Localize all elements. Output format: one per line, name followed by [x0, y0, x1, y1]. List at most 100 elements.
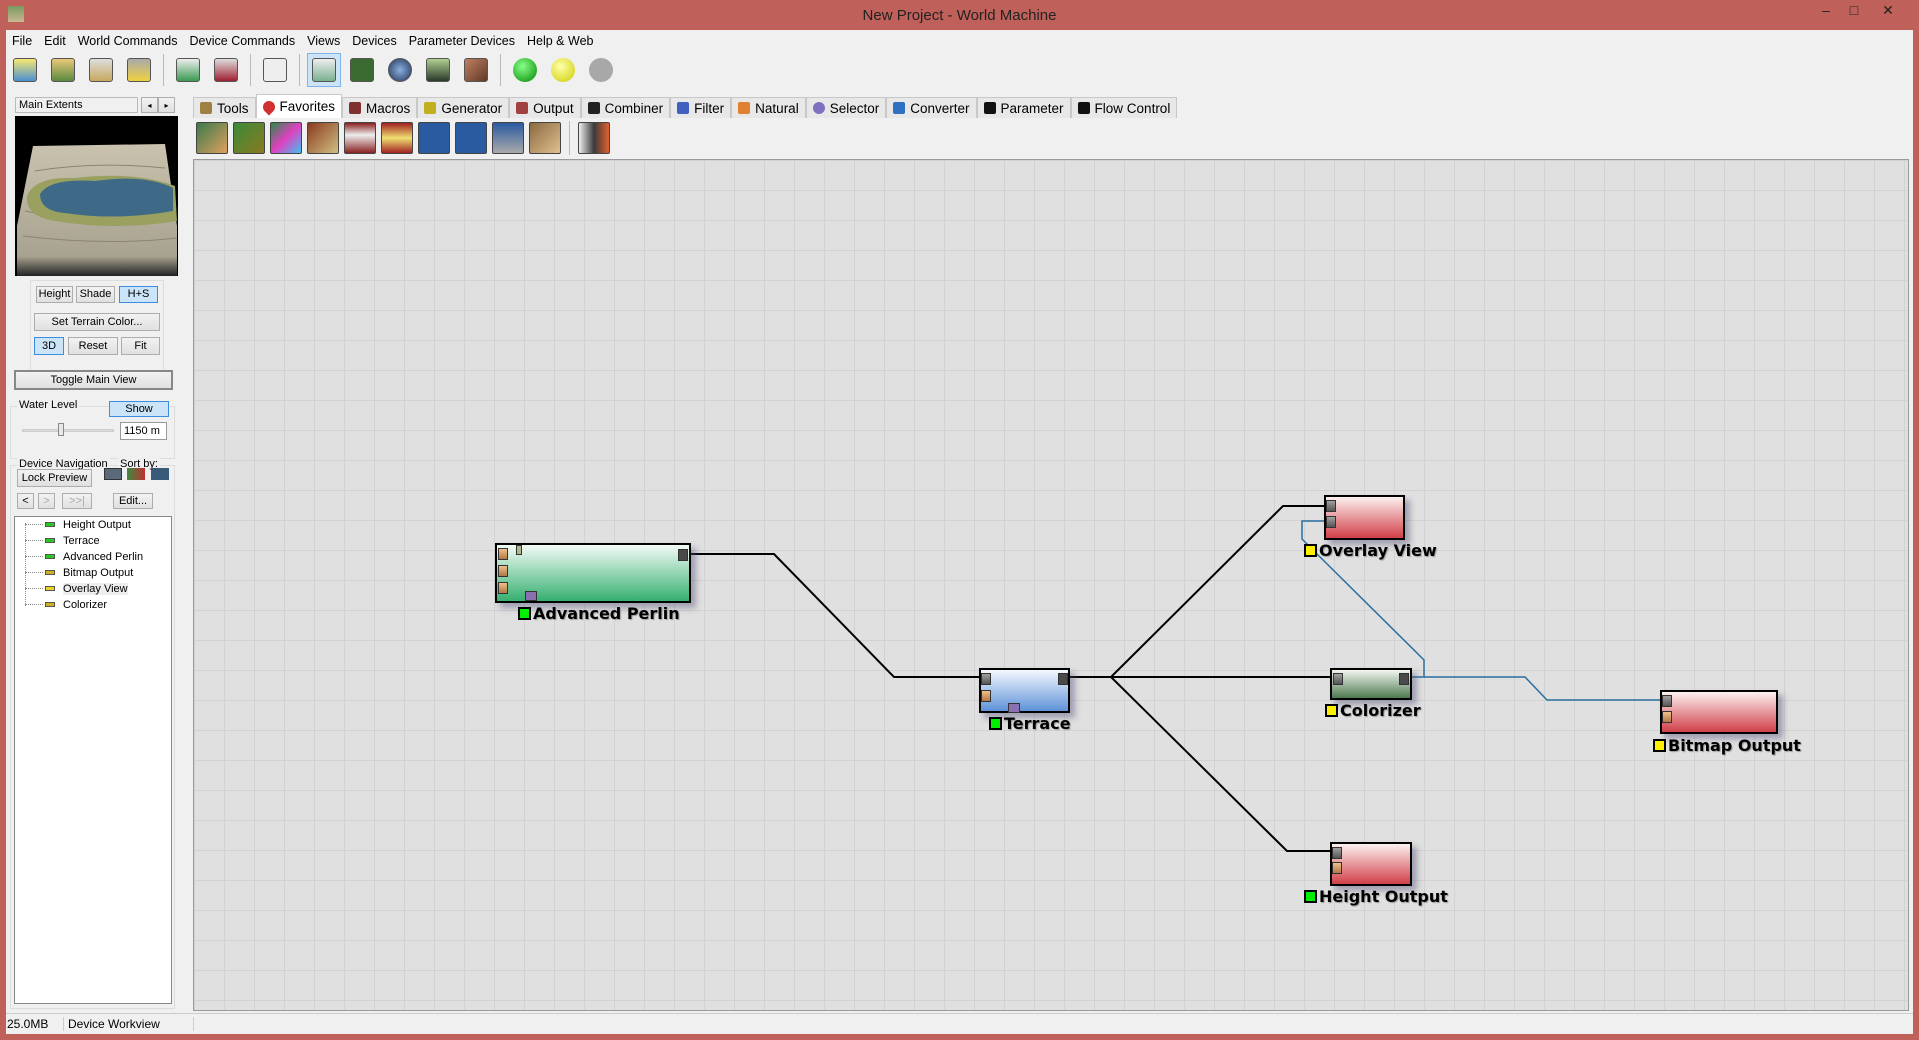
world-view-icon[interactable]: [383, 53, 417, 87]
yellow-build-icon[interactable]: [546, 53, 580, 87]
height-output-icon[interactable]: [344, 122, 376, 154]
node-label-height-output[interactable]: Height Output: [1304, 887, 1448, 906]
overlay-icon[interactable]: [578, 122, 610, 154]
set-terrain-color-button[interactable]: Set Terrain Color...: [34, 313, 160, 331]
tree-item-colorizer[interactable]: Colorizer: [25, 597, 107, 612]
node-label-colorizer[interactable]: Colorizer: [1325, 701, 1421, 720]
close-button[interactable]: ✕: [1882, 2, 1894, 18]
minimize-button[interactable]: –: [1822, 2, 1830, 18]
input-port[interactable]: [1326, 516, 1336, 528]
node-colorizer[interactable]: [1330, 668, 1412, 700]
maximize-button[interactable]: □: [1849, 2, 1859, 18]
terrain-view-icon[interactable]: [171, 53, 205, 87]
water-level-slider[interactable]: [22, 429, 114, 432]
input-port[interactable]: [981, 673, 991, 685]
input-port[interactable]: [498, 565, 508, 577]
colorizer-icon[interactable]: [270, 122, 302, 154]
lock-preview-button[interactable]: Lock Preview: [17, 469, 92, 487]
output-port[interactable]: [1058, 673, 1068, 685]
node-label-advanced-perlin[interactable]: Advanced Perlin: [518, 604, 680, 623]
tab-favorites[interactable]: Favorites: [255, 94, 343, 118]
water-show-button[interactable]: Show: [109, 401, 169, 417]
menu-devices[interactable]: Devices: [352, 34, 397, 48]
texture-view-icon[interactable]: [459, 53, 493, 87]
fit-button[interactable]: Fit: [121, 337, 160, 355]
random-dice-icon[interactable]: [258, 53, 292, 87]
chooser-icon[interactable]: [418, 122, 450, 154]
export-icon[interactable]: [122, 53, 156, 87]
open-icon[interactable]: [46, 53, 80, 87]
tab-parameter[interactable]: Parameter: [976, 97, 1071, 118]
mask-port[interactable]: [525, 591, 537, 601]
tree-item-advanced-perlin[interactable]: Advanced Perlin: [25, 549, 143, 564]
tree-item-bitmap-output[interactable]: Bitmap Output: [25, 565, 133, 580]
tab-tools[interactable]: Tools: [193, 97, 256, 118]
tab-natural[interactable]: Natural: [731, 97, 806, 118]
menu-views[interactable]: Views: [307, 34, 341, 48]
gray-build-icon[interactable]: [584, 53, 618, 87]
menu-edit[interactable]: Edit: [44, 34, 66, 48]
mask-port[interactable]: [1008, 703, 1020, 713]
device-tree[interactable]: Height Output Terrace Advanced Perlin Bi…: [14, 516, 172, 1004]
nav-last-button[interactable]: >>|: [62, 493, 92, 509]
output-port[interactable]: [678, 549, 688, 561]
input-port[interactable]: [1332, 847, 1342, 859]
tab-combiner[interactable]: Combiner: [580, 97, 671, 118]
device-workview-icon[interactable]: [307, 53, 341, 87]
node-label-terrace[interactable]: Terrace: [989, 714, 1071, 733]
nav-prev-button[interactable]: <: [17, 493, 34, 509]
sort-tree-icon[interactable]: [151, 468, 169, 480]
input-port[interactable]: [1662, 695, 1672, 707]
node-height-output[interactable]: [1330, 842, 1412, 886]
node-bitmap-output[interactable]: [1660, 690, 1778, 734]
3d-view-icon[interactable]: [421, 53, 455, 87]
terrain-preview[interactable]: [15, 116, 178, 276]
input-port[interactable]: [1662, 711, 1672, 723]
combiner-icon[interactable]: [455, 122, 487, 154]
extents-prev-button[interactable]: ◂: [141, 97, 158, 113]
view-mode-height[interactable]: Height: [36, 286, 73, 303]
tree-item-height-output[interactable]: Height Output: [25, 517, 131, 532]
menu-world-commands[interactable]: World Commands: [77, 34, 178, 48]
green-build-icon[interactable]: [508, 53, 542, 87]
menu-device-commands[interactable]: Device Commands: [189, 34, 296, 48]
node-overlay-view[interactable]: [1324, 495, 1405, 540]
reset-button[interactable]: Reset: [68, 337, 118, 355]
tab-selector[interactable]: Selector: [805, 97, 887, 118]
sort-type-icon[interactable]: [127, 468, 145, 480]
input-port[interactable]: [498, 582, 508, 594]
tab-generator[interactable]: Generator: [417, 97, 510, 118]
tab-macros[interactable]: Macros: [342, 97, 418, 118]
bitmap-output-icon[interactable]: [381, 122, 413, 154]
view-mode-shade[interactable]: Shade: [76, 286, 115, 303]
input-port[interactable]: [1332, 862, 1342, 874]
input-port[interactable]: [1326, 500, 1336, 512]
save-icon[interactable]: [84, 53, 118, 87]
clamp-icon[interactable]: [492, 122, 524, 154]
input-port[interactable]: [498, 548, 508, 560]
toggle-main-view-button[interactable]: Toggle Main View: [14, 370, 173, 390]
node-terrace[interactable]: [979, 668, 1070, 713]
menu-file[interactable]: File: [12, 34, 33, 48]
node-label-overlay-view[interactable]: Overlay View: [1304, 541, 1437, 560]
tab-filter[interactable]: Filter: [670, 97, 732, 118]
water-level-input[interactable]: 1150 m: [120, 422, 167, 440]
input-port[interactable]: [981, 690, 991, 702]
layout-generator-icon[interactable]: [196, 122, 228, 154]
tab-output[interactable]: Output: [509, 97, 581, 118]
extents-field[interactable]: Main Extents: [15, 97, 138, 113]
new-project-icon[interactable]: [8, 53, 42, 87]
device-workview-canvas[interactable]: Advanced Perlin Terrace Overlay View Col…: [193, 159, 1909, 1011]
water-level-slider-thumb[interactable]: [58, 423, 64, 436]
nav-edit-button[interactable]: Edit...: [113, 493, 153, 509]
view-mode-hs[interactable]: H+S: [119, 286, 158, 303]
layout-view-icon[interactable]: [345, 53, 379, 87]
tab-flow-control[interactable]: Flow Control: [1070, 97, 1178, 118]
menu-help-web[interactable]: Help & Web: [527, 34, 594, 48]
output-port[interactable]: [1399, 673, 1409, 685]
menu-parameter-devices[interactable]: Parameter Devices: [408, 34, 515, 48]
input-port[interactable]: [1333, 673, 1343, 685]
nav-next-button[interactable]: >: [38, 493, 55, 509]
tree-item-overlay-view[interactable]: Overlay View: [25, 581, 128, 596]
advanced-perlin-icon[interactable]: [233, 122, 265, 154]
